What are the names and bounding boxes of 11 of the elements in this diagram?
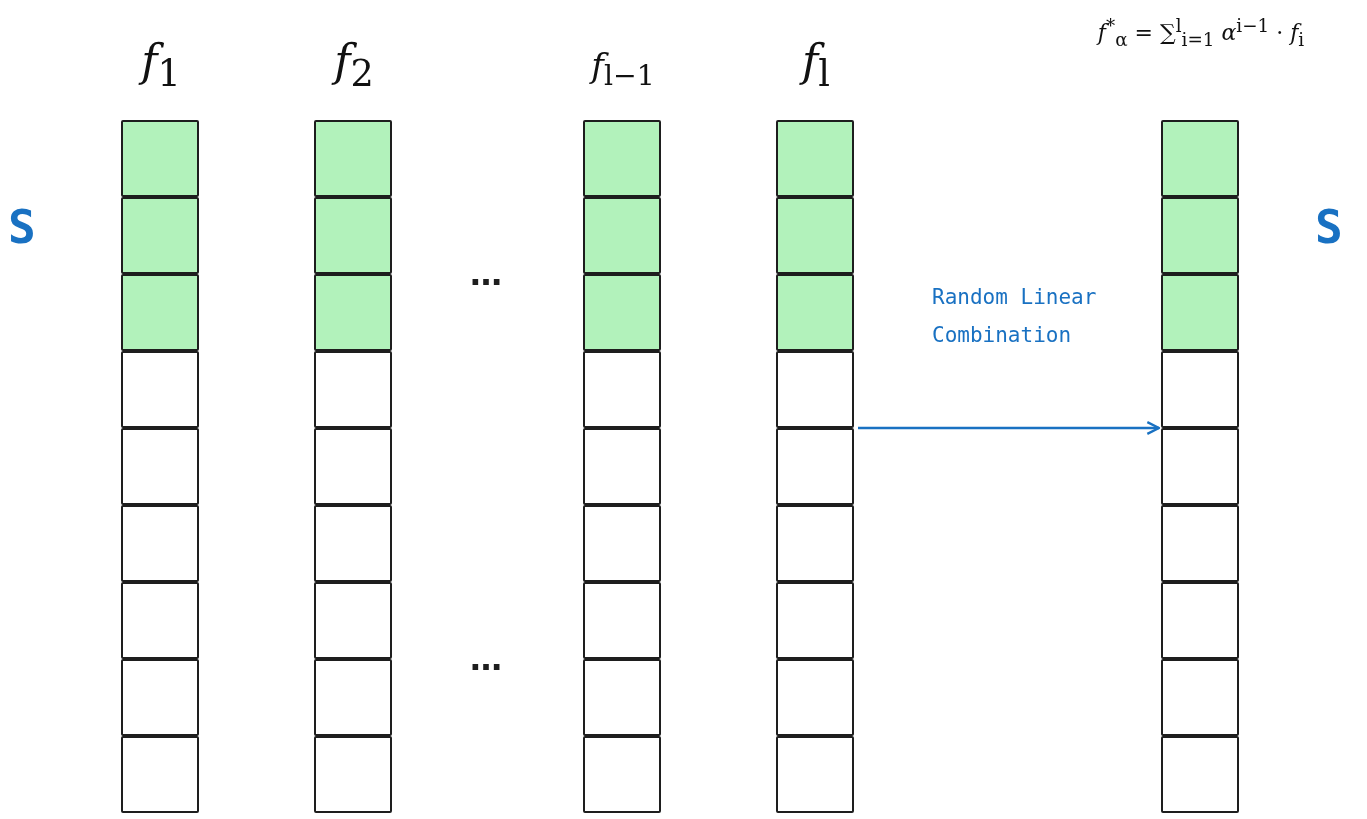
set-label: S [1315,200,1343,254]
formula: f$^{*}$$_{α}$ = ∑$^{l}$$_{i=1}$ α$^{i−1}$ · f$_{i}$ [1095,15,1306,50]
column-heading: f$_{1}$ [101,35,221,95]
ellipsis: … [470,255,502,293]
column-heading: f$_{l}$ [756,35,876,95]
edge-label: Random Linear Combination [932,284,1098,349]
column-heading: f$_{l−1}$ [588,45,656,92]
arrow [858,421,1161,435]
ellipsis: … [470,640,502,678]
column-heading: f$_{2}$ [294,35,414,95]
set-label: S [8,200,36,254]
